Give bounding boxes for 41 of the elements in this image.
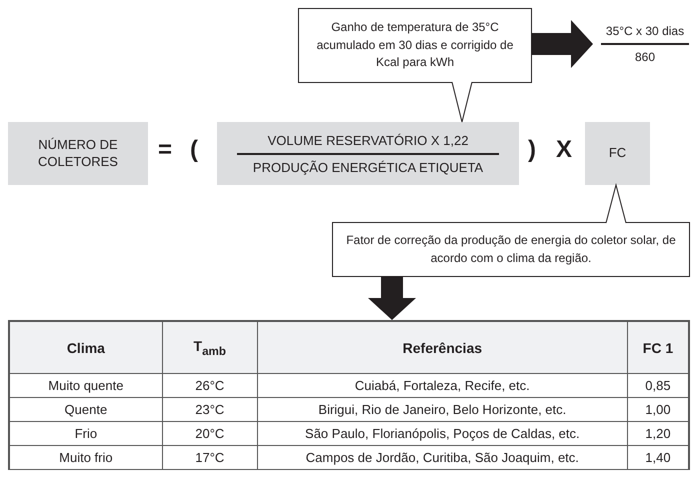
city-list: Cuiabá, Fortaleza, Recife, etc. <box>257 374 628 398</box>
temperature-value: 20°C <box>162 422 258 446</box>
column-header: FC 1 <box>627 322 688 374</box>
column-header: T$_{amb}$ <box>162 322 258 374</box>
climate-name: Muito frio <box>10 446 162 470</box>
formula-term-box <box>8 122 148 185</box>
close-parenthesis: ) <box>528 136 536 164</box>
callout-box <box>332 222 690 277</box>
numerator-text: 35°C x 30 dias <box>604 23 686 40</box>
block-arrow <box>368 277 416 320</box>
term-label: NÚMERO DE COLETORES <box>37 136 119 170</box>
open-parenthesis: ( <box>190 136 198 164</box>
column-header: Clima <box>10 322 162 374</box>
climate-name: Muito quente <box>10 374 162 398</box>
factor-box <box>585 122 650 185</box>
climate-name: Frio <box>10 422 162 446</box>
city-list: São Paulo, Florianópolis, Poços de Caldas, etc. <box>257 422 628 446</box>
numerator-text: VOLUME RESERVATÓRIO X 1,22 <box>266 132 470 150</box>
factor-value: 0,85 <box>627 374 688 398</box>
denominator-text: PRODUÇÃO ENERGÉTICA ETIQUETA <box>252 158 484 176</box>
equals-sign: = <box>158 136 172 164</box>
multiplication-sign: X <box>556 136 572 164</box>
temperature-value: 26°C <box>162 374 258 398</box>
block-arrow <box>532 20 593 68</box>
factor-value: 1,40 <box>627 446 688 470</box>
denominator-text: 860 <box>634 49 656 66</box>
callout-pointer <box>606 183 626 224</box>
city-list: Campos de Jordão, Curitiba, São Joaquim, etc. <box>257 446 628 470</box>
temperature-value: 17°C <box>162 446 258 470</box>
factor-value: 1,00 <box>627 398 688 422</box>
callout-text: Ganho de temperatura de 35°C acumulado em 30 dias e corrigido de Kcal para kWh <box>316 19 514 72</box>
fraction-box <box>217 122 519 185</box>
callout-text: Fator de correção da produção de energia do coletor solar, de acordo com o clima da região. <box>345 232 677 266</box>
callout-box <box>298 8 532 83</box>
callout-pointer <box>452 82 472 122</box>
temperature-value: 23°C <box>162 398 258 422</box>
factor-value: 1,20 <box>627 422 688 446</box>
climate-name: Quente <box>10 398 162 422</box>
city-list: Birigui, Rio de Janeiro, Belo Horizonte, etc. <box>257 398 628 422</box>
term-label: FC <box>608 145 626 162</box>
column-header: Referências <box>257 322 628 374</box>
